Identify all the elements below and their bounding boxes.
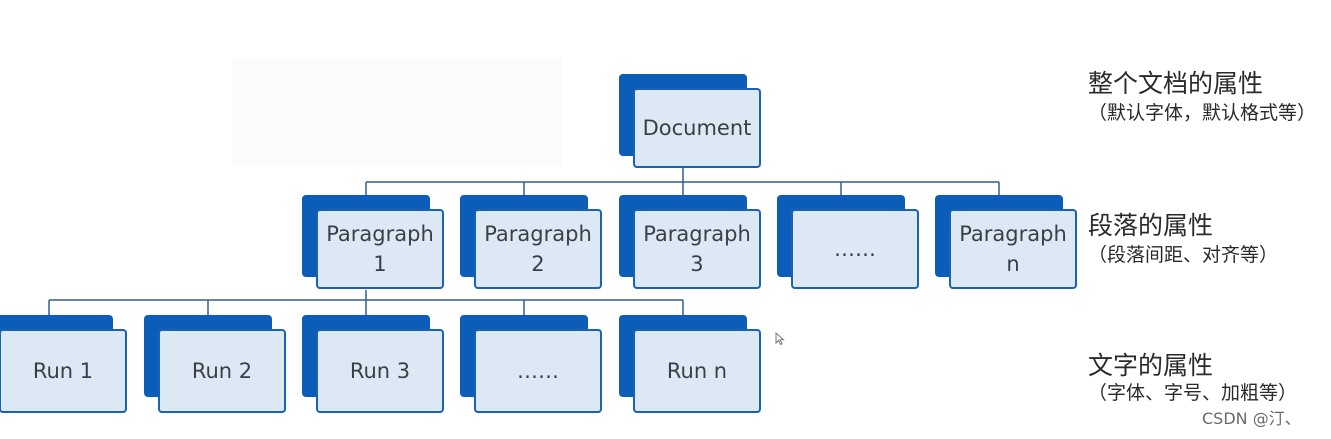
run-label: Run 2 [191, 359, 253, 383]
document-label: Document [642, 116, 752, 140]
paragraph-caption-title: 段落的属性 [1088, 211, 1214, 240]
run-label: Run 3 [349, 359, 411, 383]
run-caption-title: 文字的属性 [1088, 351, 1214, 380]
paragraph-label: Paragraph 1 [326, 222, 434, 276]
paragraph-label: …… [834, 237, 876, 261]
background-panel [232, 58, 562, 166]
run-caption-subtitle: （字体、字号、加粗等） [1088, 382, 1298, 404]
paragraph-caption-subtitle: （段落间距、对齐等） [1088, 244, 1279, 266]
document-node: Document [619, 74, 763, 170]
paragraph-label: Paragraph 2 [484, 222, 592, 276]
run-node-n: Run n [619, 315, 763, 413]
run-node-3: Run 3 [302, 315, 446, 413]
run-node-1: Run 1 [0, 315, 129, 413]
paragraph-node-ellipsis: …… [777, 195, 921, 291]
paragraph-node-n: Paragraph n [935, 195, 1079, 291]
paragraph-node-1: Paragraph 1 [302, 195, 446, 291]
run-label: …… [517, 359, 559, 383]
paragraph-node-3: Paragraph 3 [619, 195, 763, 291]
run-label: Run 1 [32, 359, 94, 383]
paragraph-label: Paragraph n [959, 222, 1067, 276]
run-node-2: Run 2 [144, 315, 288, 413]
run-node-ellipsis: …… [460, 315, 604, 413]
paragraph-node-2: Paragraph 2 [460, 195, 604, 291]
run-label: Run n [666, 359, 728, 383]
mouse-cursor-icon [775, 332, 785, 346]
document-caption-title: 整个文档的属性 [1088, 69, 1264, 98]
document-caption-subtitle: （默认字体，默认格式等） [1088, 102, 1317, 124]
paragraph-label: Paragraph 3 [643, 222, 751, 276]
watermark: CSDN @汀、 [1202, 409, 1301, 428]
